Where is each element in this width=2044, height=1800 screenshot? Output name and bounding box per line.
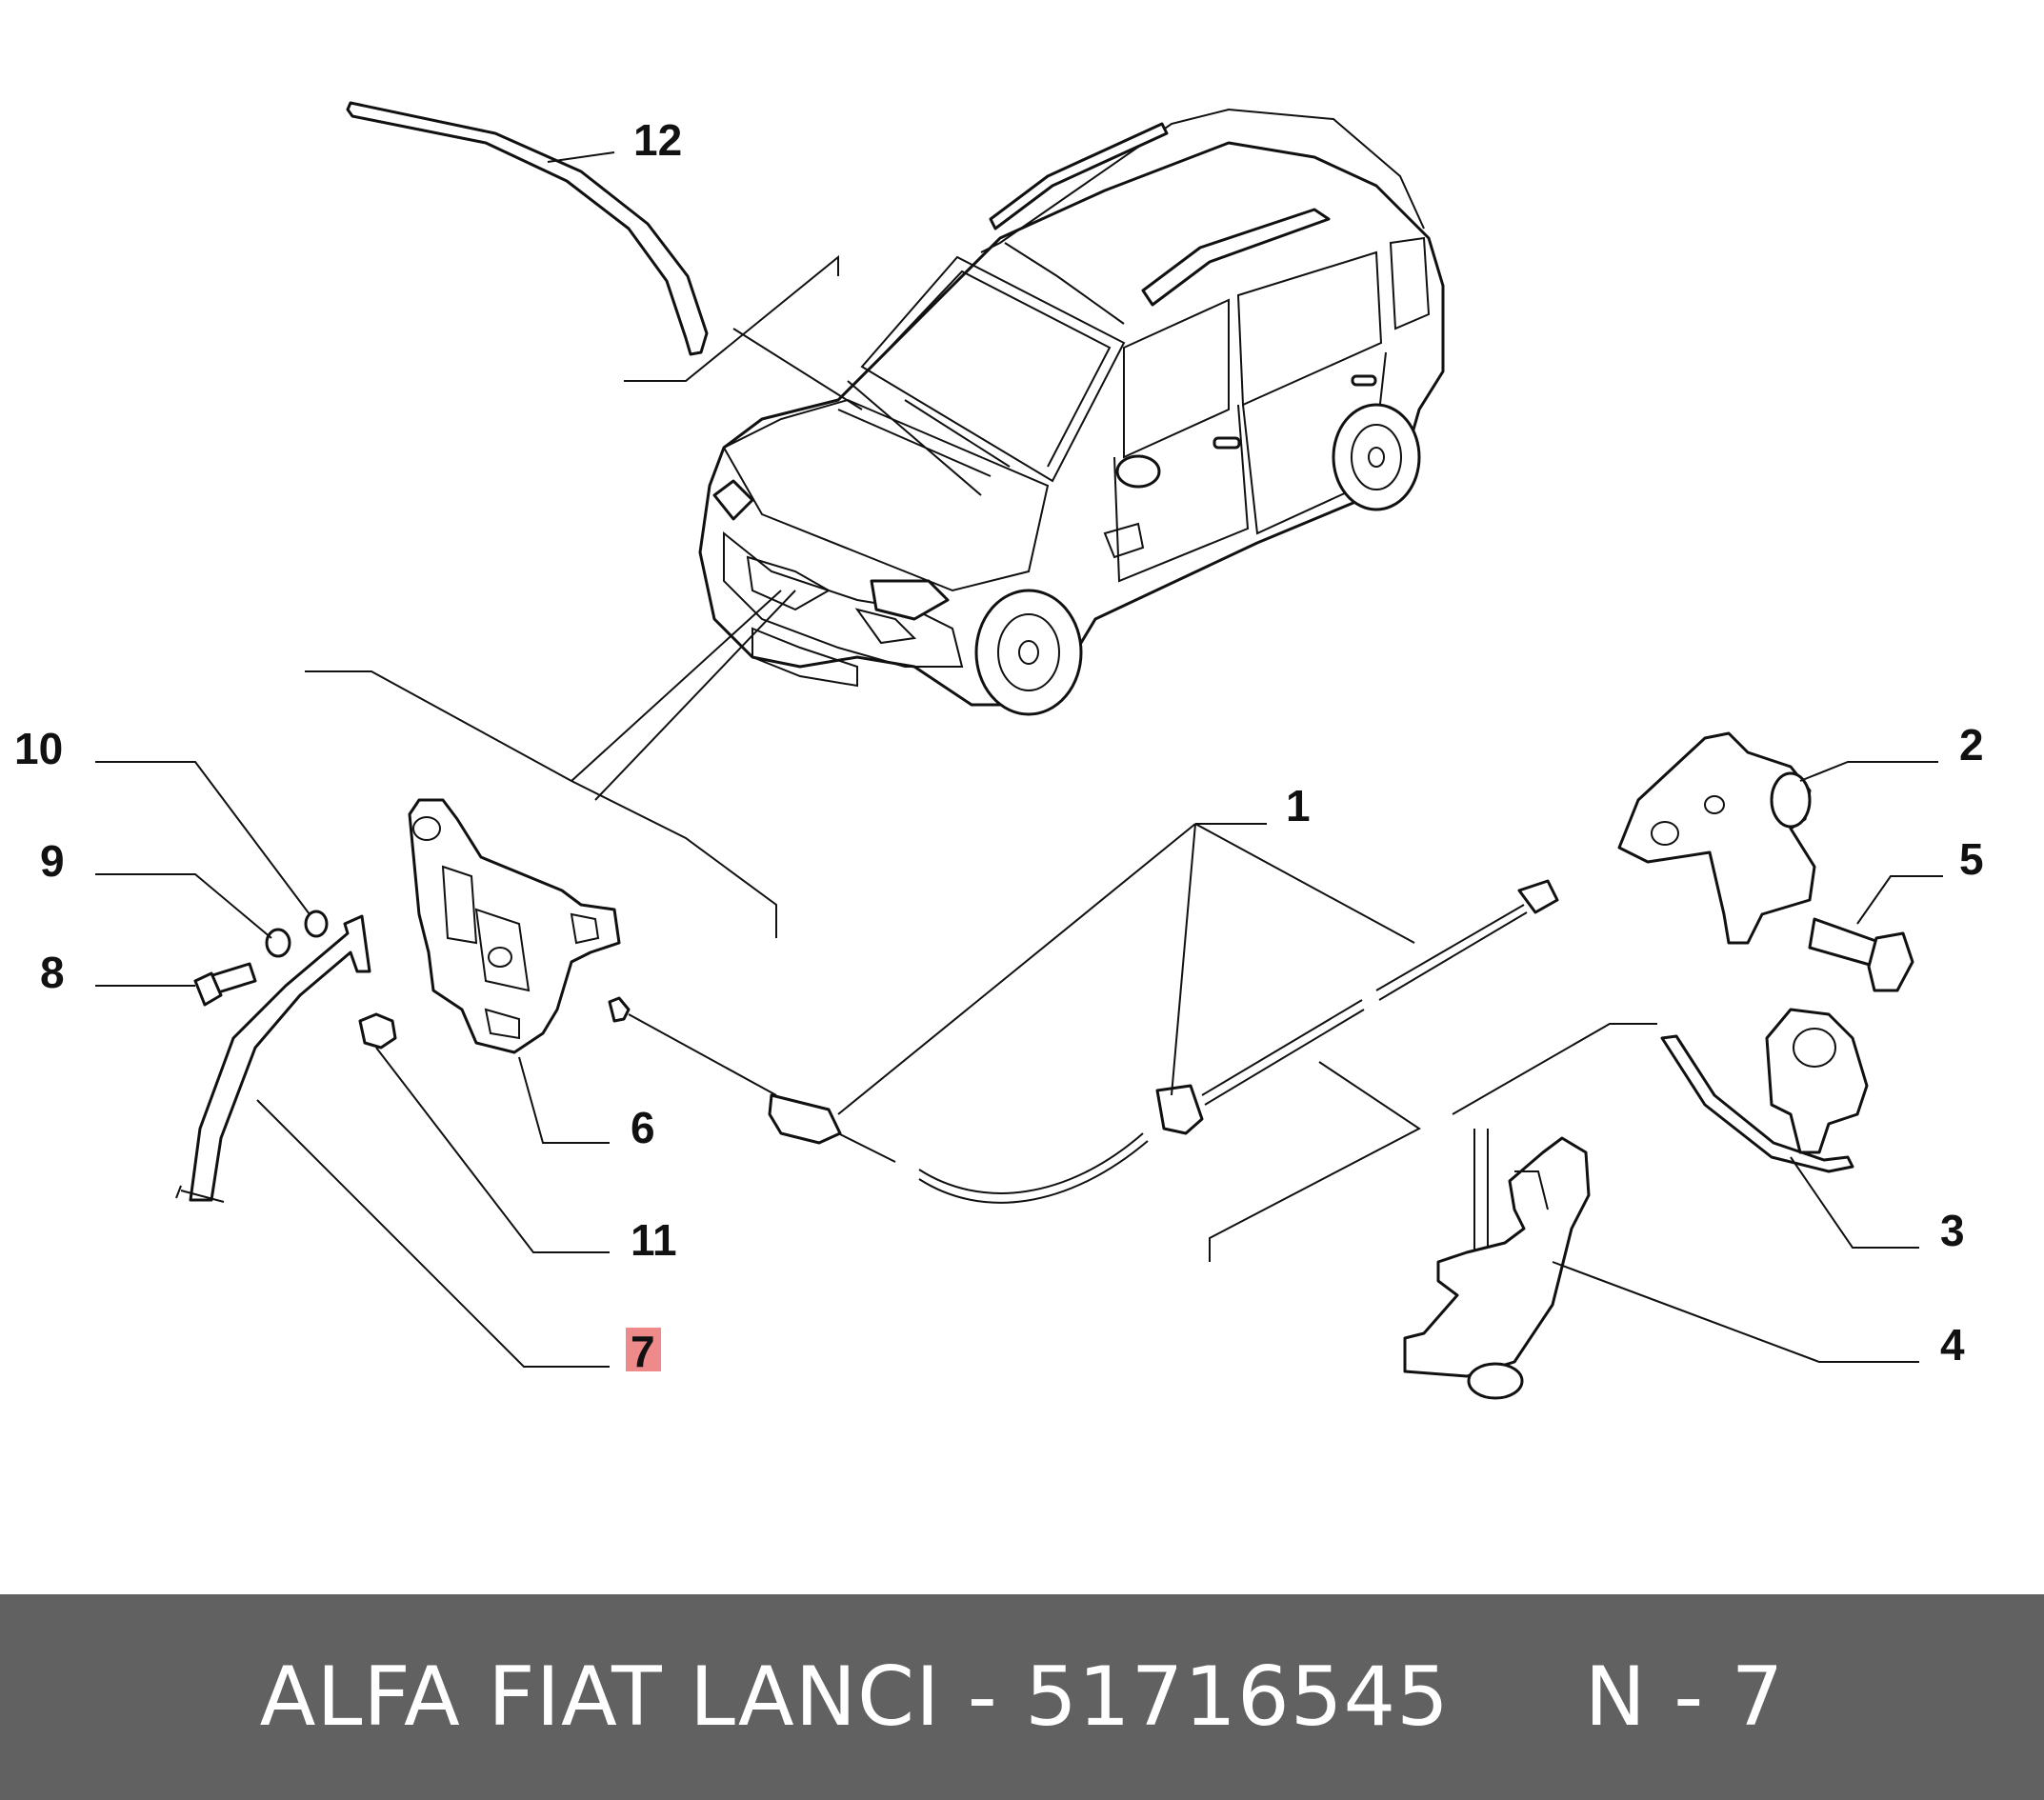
callout-2: 2 xyxy=(1959,720,1984,770)
callout-5: 5 xyxy=(1959,834,1984,884)
callout-9: 9 xyxy=(40,836,65,886)
callout-8: 8 xyxy=(40,948,65,997)
car-illustration xyxy=(698,108,1445,716)
part-9-washer xyxy=(265,928,291,958)
callout-12: 12 xyxy=(633,115,682,165)
callout-3: 3 xyxy=(1940,1206,1965,1255)
part-3-cable-clip xyxy=(1660,1008,1869,1173)
callout-6: 6 xyxy=(631,1103,655,1152)
part-1-release-cable xyxy=(608,879,1559,1204)
callout-4: 4 xyxy=(1940,1320,1965,1370)
callout-10: 10 xyxy=(14,724,63,773)
part-6-hood-latch xyxy=(408,798,621,1054)
callout-1: 1 xyxy=(1286,781,1311,830)
parts-diagram: 12 10 9 8 6 11 7 1 2 5 3 4 xyxy=(14,101,1984,1400)
part-7-support-rod xyxy=(175,914,371,1203)
part-12-hood-seal xyxy=(346,101,709,356)
part-2-hinge xyxy=(1617,731,1816,945)
part-11-nut xyxy=(358,1012,397,1050)
callout-7-highlight xyxy=(626,1328,661,1371)
footer-text: ALFA FIAT LANCI - 51716545 N - 7 xyxy=(259,1650,1785,1745)
part-10-washer xyxy=(304,910,329,938)
callout-7: 7 xyxy=(631,1327,655,1376)
part-5-hinge-bolt xyxy=(1808,917,1914,992)
callout-11: 11 xyxy=(631,1215,677,1265)
part-8-bolt xyxy=(193,962,257,1007)
part-4-clip-bracket xyxy=(1403,1129,1591,1400)
footer-bar: ALFA FIAT LANCI - 51716545 N - 7 xyxy=(0,1594,2044,1800)
